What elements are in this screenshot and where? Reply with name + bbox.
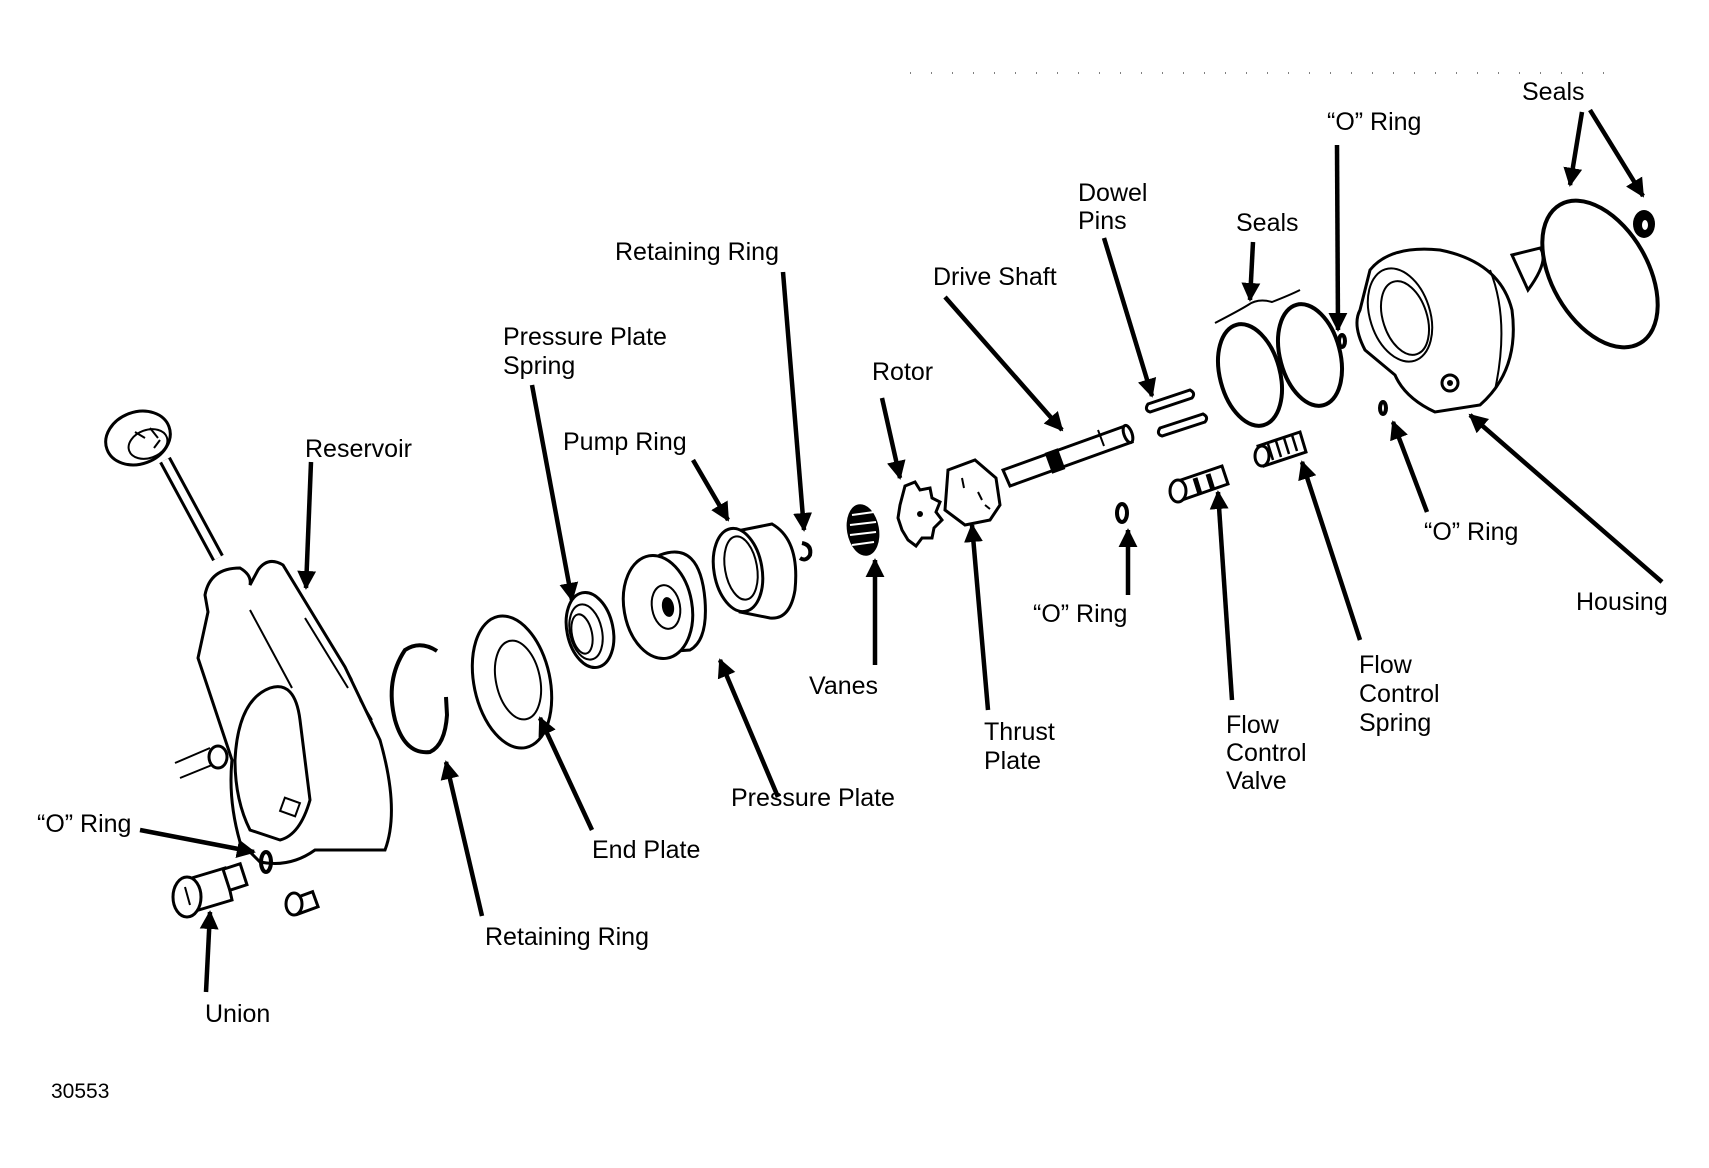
seal-large-ring-part	[1540, 198, 1660, 350]
label-pump-ring: Pump Ring	[563, 428, 687, 456]
pressure-plate-part	[621, 550, 707, 661]
label-retaining-ring-upper: Retaining Ring	[615, 238, 779, 266]
label-pressure-plate-spring-line2: Spring	[503, 352, 575, 380]
label-o-ring-union: “O” Ring	[37, 810, 131, 838]
o-ring-housing-part	[1378, 400, 1388, 416]
label-thrust-plate-line2: Plate	[984, 747, 1041, 775]
label-pressure-plate-spring-line1: Pressure Plate	[503, 323, 667, 351]
dipstick-cap-part	[104, 409, 224, 562]
label-drive-shaft: Drive Shaft	[933, 263, 1057, 291]
pump-ring-part	[711, 522, 798, 620]
label-flow-control-spring-line3: Spring	[1359, 709, 1431, 737]
label-reservoir: Reservoir	[305, 435, 412, 463]
label-rotor: Rotor	[872, 358, 933, 386]
leader-lines	[139, 108, 1664, 993]
retaining-ring-lower-part	[389, 643, 450, 755]
label-dowel-pins-line2: Pins	[1078, 207, 1127, 235]
end-plate-part	[470, 614, 554, 750]
flow-control-spring-part	[1253, 430, 1308, 468]
label-flow-control-valve-line1: Flow	[1226, 711, 1280, 739]
label-o-ring-housing: “O” Ring	[1424, 518, 1518, 546]
label-retaining-ring-lower: Retaining Ring	[485, 923, 649, 951]
seal-ring-1-part	[1216, 322, 1284, 428]
drive-shaft-part	[1000, 423, 1135, 488]
vanes-part	[846, 504, 880, 556]
label-thrust-plate-line1: Thrust	[984, 718, 1055, 746]
label-flow-control-valve-line2: Control	[1226, 739, 1307, 767]
flow-control-valve-part	[1168, 464, 1230, 504]
retaining-ring-upper-part	[798, 541, 813, 562]
label-end-plate: End Plate	[592, 836, 700, 864]
label-housing: Housing	[1576, 588, 1668, 616]
o-ring-union-part	[259, 850, 273, 874]
label-flow-control-spring-line1: Flow	[1359, 651, 1413, 679]
label-flow-control-spring-line2: Control	[1359, 680, 1440, 708]
seal-small-part	[1633, 210, 1655, 238]
rotor-part	[896, 480, 944, 549]
label-vanes: Vanes	[809, 672, 878, 700]
label-union: Union	[205, 1000, 270, 1028]
label-o-ring-center: “O” Ring	[1033, 600, 1127, 628]
union-part	[171, 861, 249, 919]
small-bolt-part	[284, 889, 320, 917]
label-seals-right: Seals	[1522, 78, 1585, 106]
thrust-plate-part	[943, 458, 1002, 527]
label-seals-center: Seals	[1236, 209, 1299, 237]
label-pressure-plate: Pressure Plate	[731, 784, 895, 812]
dowel-pins-part	[1144, 388, 1209, 438]
reservoir-part	[196, 559, 393, 865]
pressure-plate-spring-part	[564, 591, 616, 669]
o-ring-top-part	[1337, 333, 1347, 349]
label-o-ring-top: “O” Ring	[1327, 108, 1421, 136]
o-ring-center-part	[1115, 502, 1129, 524]
housing-part	[1355, 246, 1545, 414]
label-dowel-pins-line1: Dowel	[1078, 179, 1147, 207]
bolt-part	[174, 744, 229, 779]
label-flow-control-valve-line3: Valve	[1226, 767, 1287, 795]
seals-brace	[1214, 289, 1301, 324]
figure-number: 30553	[51, 1080, 109, 1103]
